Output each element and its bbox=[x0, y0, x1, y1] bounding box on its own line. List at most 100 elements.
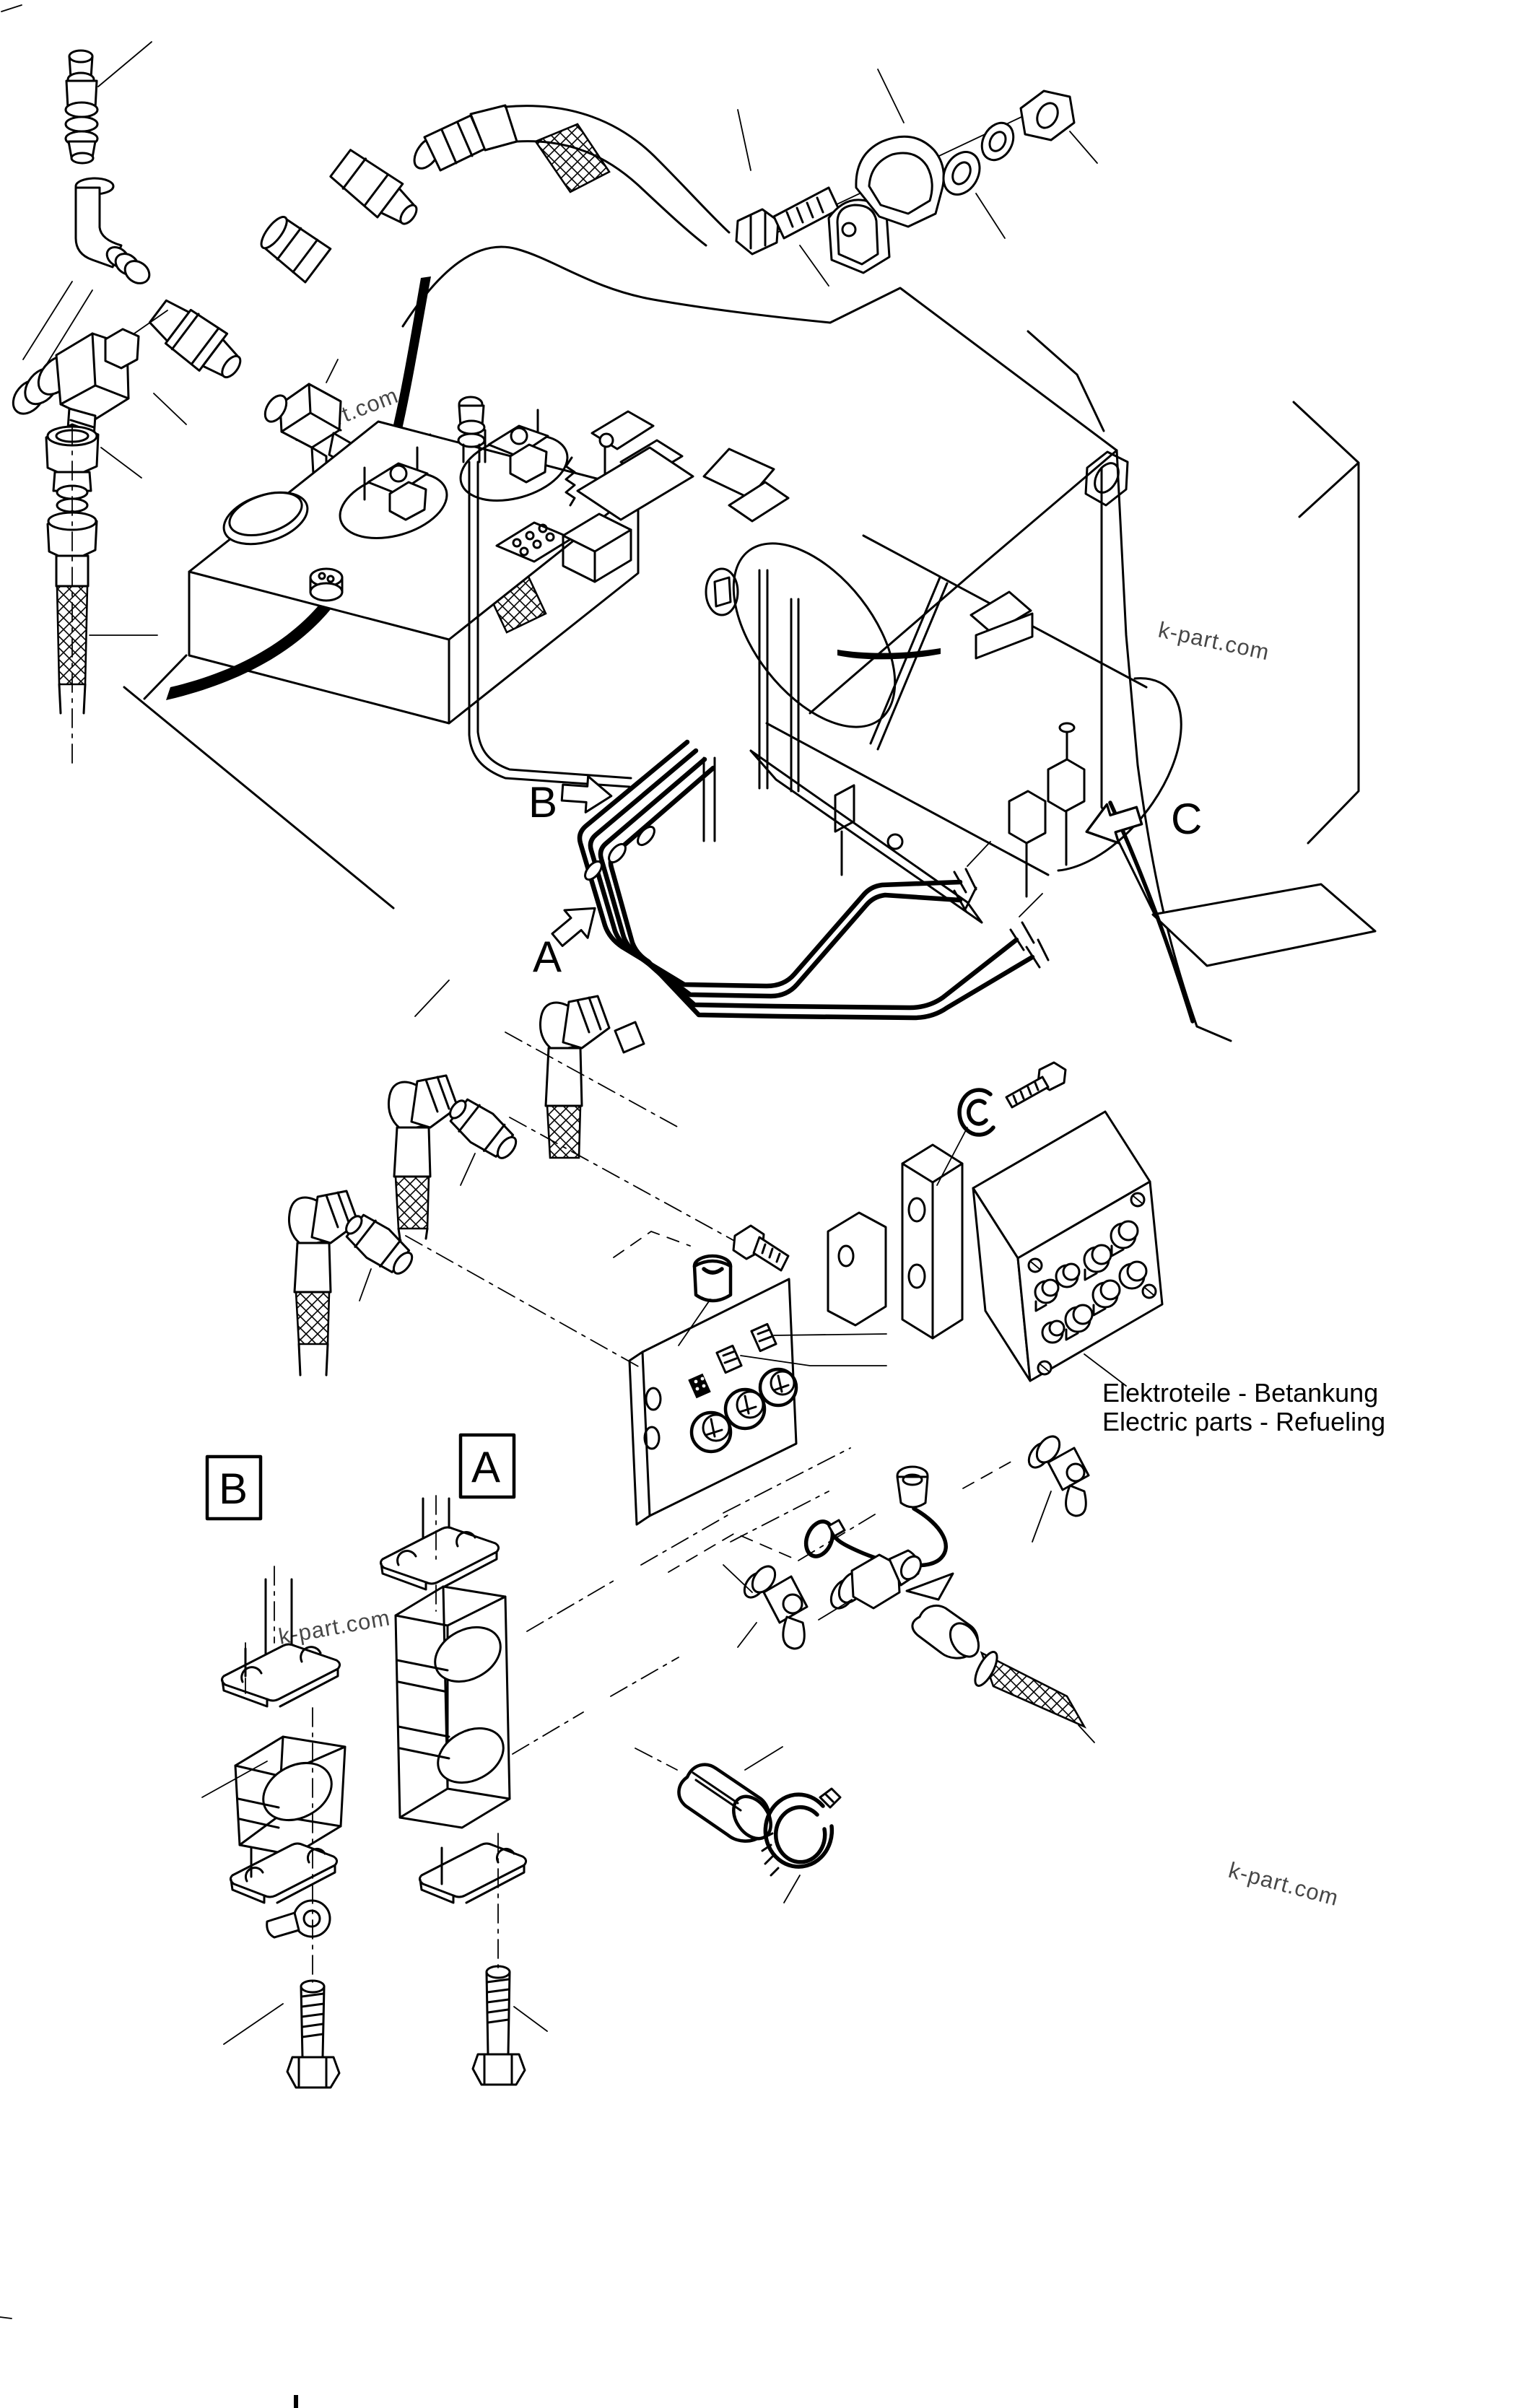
round-connector bbox=[1041, 1319, 1065, 1344]
watermark-text: k-part.com bbox=[1226, 1857, 1341, 1911]
flow-arrow-label-a: A bbox=[533, 933, 562, 981]
watermark-text: k-part.com bbox=[276, 1605, 392, 1649]
round-connector bbox=[1083, 1244, 1112, 1281]
curved-hose bbox=[504, 105, 751, 247]
union-adapter bbox=[449, 1098, 518, 1159]
detail-label-a: A bbox=[471, 1443, 500, 1491]
keyed-valve-fitting bbox=[723, 1564, 809, 1650]
valve-assembly bbox=[565, 410, 800, 842]
braided-hose-left bbox=[46, 425, 158, 767]
hose-braid bbox=[534, 123, 611, 193]
dust-cap-with-cable bbox=[803, 1465, 948, 1568]
round-connector bbox=[1055, 1262, 1081, 1288]
battery-box bbox=[188, 409, 640, 725]
hex-bolt-long bbox=[471, 1965, 548, 2086]
connector-cluster bbox=[723, 1435, 1095, 1743]
grommet-bolt bbox=[1005, 1061, 1067, 1109]
elbow-hose-group bbox=[287, 980, 789, 1377]
bushing-and-clamp bbox=[635, 1746, 842, 1903]
union-coupling bbox=[148, 299, 242, 379]
hex-bolt-long bbox=[223, 1979, 341, 2089]
pipe-mount-block bbox=[1047, 722, 1086, 866]
pipe-mount-block bbox=[1008, 790, 1047, 898]
detail-group-a: A bbox=[379, 1433, 730, 2086]
clamp-plate bbox=[229, 1842, 339, 1904]
clamp-block-stack bbox=[394, 1585, 511, 1829]
detail-frame-b bbox=[205, 1454, 263, 1521]
relay-box bbox=[562, 512, 632, 583]
round-connector bbox=[1064, 1304, 1094, 1341]
round-connector bbox=[1118, 1260, 1148, 1290]
panel-decal bbox=[750, 1322, 777, 1353]
swivel-nut bbox=[260, 216, 332, 284]
panel-bolt bbox=[732, 1224, 790, 1272]
hex-bolt bbox=[735, 186, 840, 287]
crop-marks bbox=[0, 4, 298, 2408]
rubber-grommet bbox=[936, 1088, 995, 1186]
electric-box-group bbox=[901, 1061, 1164, 1387]
detail-group-b: B bbox=[201, 1454, 347, 2089]
battery bbox=[459, 409, 569, 502]
tank-strap bbox=[869, 576, 949, 751]
union-coupling bbox=[329, 149, 418, 225]
panel-decal-dark bbox=[688, 1373, 711, 1399]
panel-connector bbox=[723, 1387, 767, 1431]
split-bushing bbox=[677, 1746, 783, 1843]
elbow-hose bbox=[387, 1074, 518, 1240]
elbow-hose bbox=[287, 1190, 414, 1377]
support-bracket bbox=[827, 1211, 887, 1327]
annotation-leader bbox=[1084, 1353, 1127, 1387]
hose-end-coupler bbox=[413, 104, 518, 172]
clamp-plate bbox=[418, 1842, 528, 1904]
leader-line bbox=[153, 393, 187, 425]
washer bbox=[942, 151, 1006, 239]
swivel-adapter bbox=[45, 423, 142, 513]
washer bbox=[980, 121, 1015, 162]
watermark-text: k-part.com bbox=[1156, 617, 1272, 666]
panel-decal bbox=[715, 1344, 743, 1374]
hose-clamp bbox=[761, 1787, 842, 1903]
clamp-block bbox=[201, 1735, 347, 1857]
tab-washer bbox=[266, 1899, 331, 1939]
panel-connector bbox=[689, 1410, 733, 1454]
clamp-bolt-assembly bbox=[735, 69, 1098, 287]
hose-barb-fitting bbox=[64, 41, 152, 165]
round-connector bbox=[1091, 1279, 1121, 1317]
fuel-pipe-bundle bbox=[577, 722, 1086, 1021]
fuel-suction-line bbox=[457, 396, 632, 788]
pipe-mount-block bbox=[834, 784, 855, 876]
machine-body bbox=[123, 245, 1377, 1042]
detail-label-b: B bbox=[219, 1465, 248, 1513]
braided-hose-end bbox=[974, 1651, 1095, 1743]
flow-arrow-label-b: B bbox=[528, 778, 557, 826]
small-cap bbox=[309, 567, 344, 602]
sleeve-grommet bbox=[911, 1605, 980, 1659]
annotation-german: Elektroteile - Betankung bbox=[1102, 1378, 1378, 1408]
elbow-hose bbox=[414, 980, 645, 1159]
hex-nut bbox=[1019, 90, 1098, 164]
quick-connect-plug bbox=[818, 1549, 923, 1620]
tank-bracket bbox=[969, 590, 1034, 660]
banjo-elbow-fitting bbox=[12, 310, 168, 439]
direction-arrowhead bbox=[905, 1572, 954, 1601]
panel-connector bbox=[758, 1367, 798, 1408]
clamp-plate bbox=[220, 1643, 341, 1708]
pipe-clamp-half bbox=[827, 199, 891, 274]
union-adapter bbox=[345, 1213, 414, 1275]
mount-plate bbox=[901, 1143, 964, 1340]
gauge-panel bbox=[613, 1224, 887, 1573]
electric-box bbox=[972, 1110, 1164, 1382]
elbow-fitting bbox=[22, 177, 151, 370]
battery bbox=[339, 446, 448, 539]
round-connector bbox=[1110, 1220, 1139, 1257]
fuel-tank bbox=[732, 534, 1182, 924]
flow-callouts: B A C bbox=[528, 773, 1202, 981]
pipe-clamp-half bbox=[855, 69, 945, 228]
annotation: Elektroteile - Betankung Electric parts … bbox=[1102, 1378, 1385, 1436]
round-connector bbox=[1034, 1278, 1060, 1312]
spacer-sleeve bbox=[678, 1254, 733, 1346]
keyed-valve-fitting bbox=[1027, 1435, 1090, 1543]
detail-frame-a bbox=[458, 1433, 516, 1499]
